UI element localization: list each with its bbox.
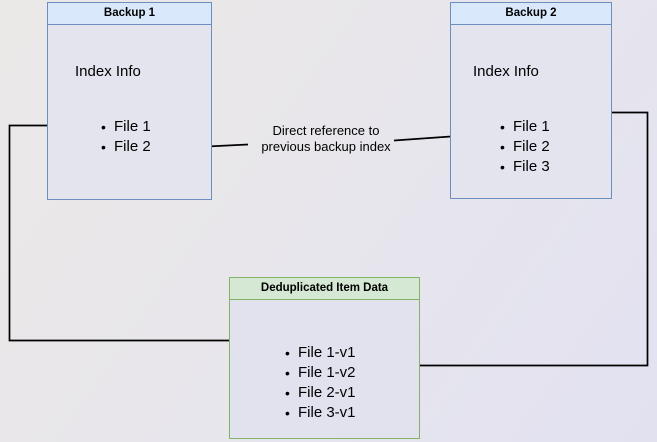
backup-1-body: Index Info File 1 File 2 [48,25,211,199]
list-item: File 3 [500,157,550,177]
list-item: File 1 [101,117,151,137]
list-item: File 1 [500,117,550,137]
backup-2-subhead: Index Info [473,63,539,80]
direct-reference-label: Direct reference to previous backup inde… [261,123,391,154]
dedup-file-list: File 1-v1 File 1-v2 File 2-v1 File 3-v1 [284,343,355,423]
backup-2-file-list: File 1 File 2 File 3 [499,117,550,177]
backup-1-file-list: File 1 File 2 [100,117,151,157]
list-item: File 1-v2 [285,363,355,383]
list-item: File 2-v1 [285,383,355,403]
backup-2-box[interactable]: Backup 2 Index Info File 1 File 2 File 3 [450,2,612,199]
deduplicated-item-data-body: File 1-v1 File 1-v2 File 2-v1 File 3-v1 [230,300,419,438]
deduplicated-item-data-title: Deduplicated Item Data [230,278,419,300]
backup-1-box[interactable]: Backup 1 Index Info File 1 File 2 [47,2,212,200]
backup-2-title: Backup 2 [451,3,611,25]
backup-1-subhead: Index Info [75,63,141,80]
list-item: File 1-v1 [285,343,355,363]
deduplicated-item-data-box[interactable]: Deduplicated Item Data File 1-v1 File 1-… [229,277,420,439]
list-item: File 2 [500,137,550,157]
list-item: File 3-v1 [285,403,355,423]
list-item: File 2 [101,137,151,157]
backup-1-title: Backup 1 [48,3,211,25]
backup-2-body: Index Info File 1 File 2 File 3 [451,25,611,198]
